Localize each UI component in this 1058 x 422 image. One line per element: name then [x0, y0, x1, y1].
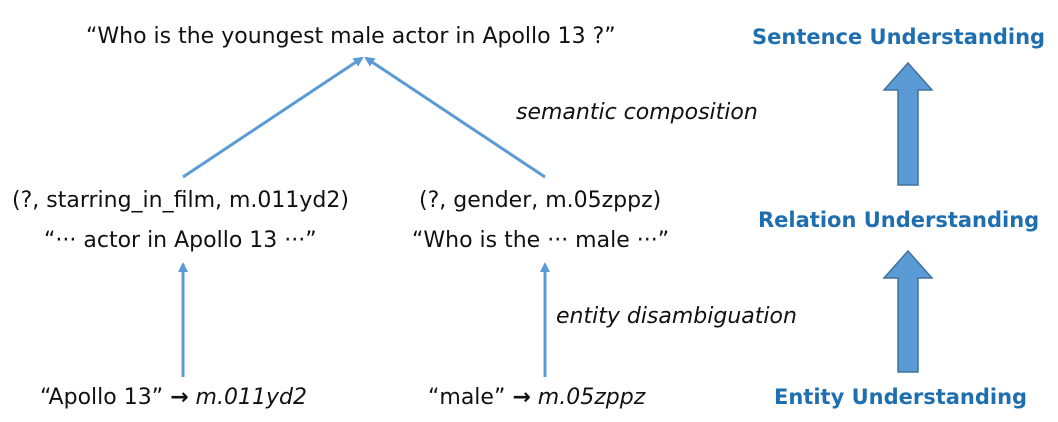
entity-row-left: “Apollo 13” → m.011yd2 [40, 385, 307, 411]
sentence-text: “Who is the youngest male actor in Apoll… [86, 24, 616, 49]
level-label-entity: Entity Understanding [774, 385, 1028, 409]
arrow-right-icon: → [170, 385, 189, 410]
entity-mention-right: “male” [428, 385, 506, 410]
entity-id-right: m.05zppz [537, 385, 646, 410]
entity-row-right: “male” → m.05zppz [428, 385, 645, 411]
relation-triple-right: (?, gender, m.05zppz) [419, 188, 662, 213]
arrow-right-icon: → [512, 385, 531, 410]
entity-mention-left: “Apollo 13” [40, 385, 164, 410]
entity-id-left: m.011yd2 [195, 385, 307, 410]
level-label-sentence: Sentence Understanding [752, 25, 1046, 49]
composition-arrow-right [364, 56, 546, 179]
disambiguation-label: entity disambiguation [556, 304, 797, 329]
relation-triple-left: (?, starring_in_film, m.011yd2) [12, 188, 349, 213]
relation-phrase-left: “··· actor in Apollo 13 ···” [44, 228, 317, 253]
level-arrow-lower [882, 249, 934, 373]
level-arrow-upper [882, 61, 934, 186]
relation-phrase-right: “Who is the ··· male ···” [412, 228, 670, 253]
composition-arrow-left [182, 56, 364, 179]
level-label-relation: Relation Understanding [758, 208, 1040, 232]
composition-label: semantic composition [516, 100, 758, 125]
